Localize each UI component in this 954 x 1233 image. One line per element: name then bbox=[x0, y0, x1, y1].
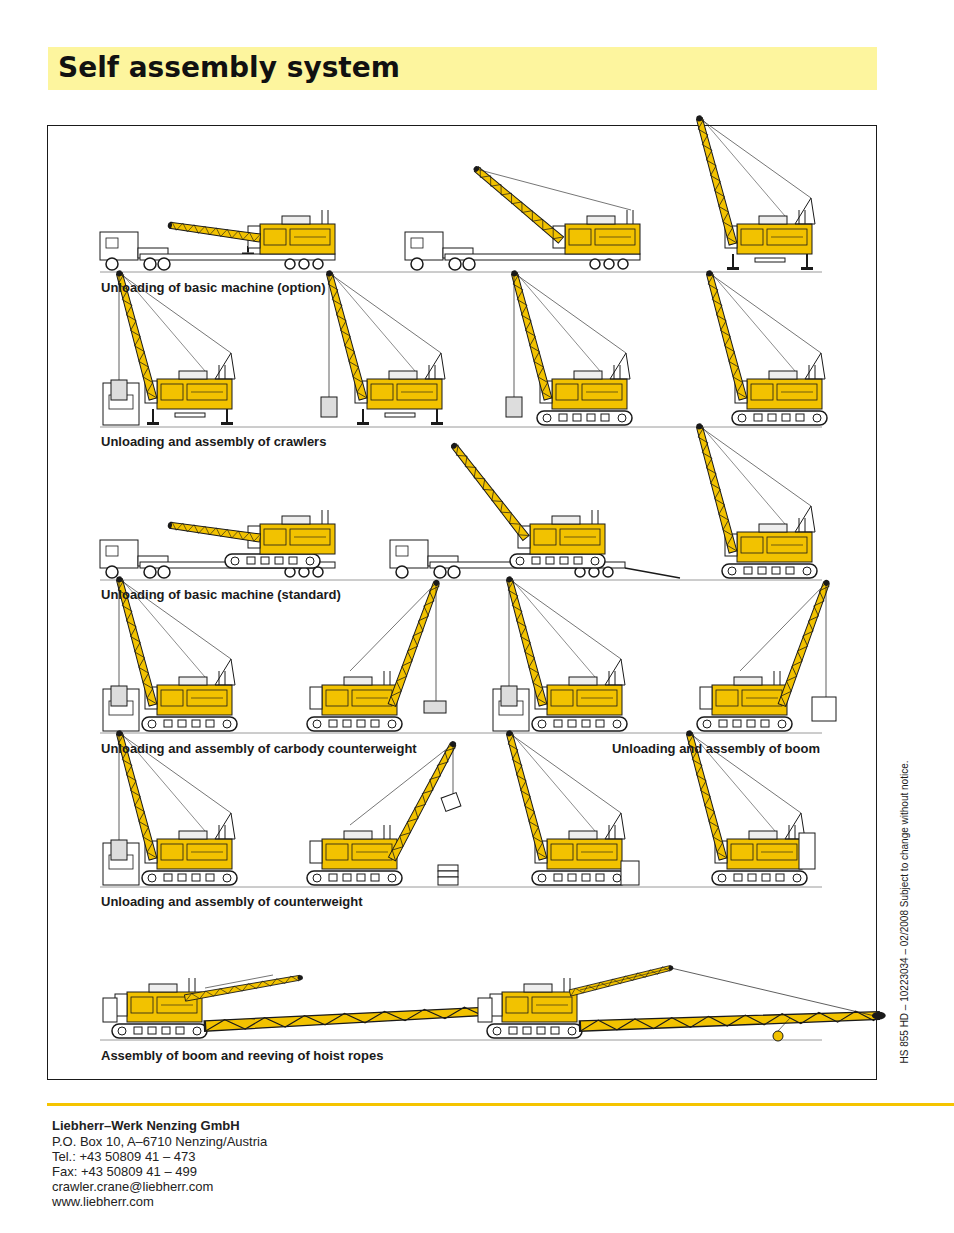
step-caption: Unloading of basic machine (standard) bbox=[101, 587, 341, 602]
step-caption: Assembly of boom and reeving of hoist ro… bbox=[101, 1048, 383, 1063]
step-caption: Unloading and assembly of counterweight bbox=[101, 894, 362, 909]
address-line: Fax: +43 50809 41 – 499 bbox=[52, 1164, 197, 1179]
step-caption: Unloading and assembly of crawlers bbox=[101, 434, 326, 449]
address-line: www.liebherr.com bbox=[52, 1194, 154, 1209]
step-caption: Unloading and assembly of boom bbox=[612, 741, 820, 756]
document-code: HS 855 HD – 10223034 – 02/2008 Subject t… bbox=[899, 761, 911, 1064]
company-name: Liebherr–Werk Nenzing GmbH bbox=[52, 1118, 240, 1133]
step-caption: Unloading of basic machine (option) bbox=[101, 280, 326, 295]
address-line: P.O. Box 10, A–6710 Nenzing/Austria bbox=[52, 1134, 267, 1149]
page-title: Self assembly system bbox=[58, 50, 400, 86]
address-line: crawler.crane@liebherr.com bbox=[52, 1179, 213, 1194]
address-line: Tel.: +43 50809 41 – 473 bbox=[52, 1149, 195, 1164]
step-caption: Unloading and assembly of carbody counte… bbox=[101, 741, 417, 756]
